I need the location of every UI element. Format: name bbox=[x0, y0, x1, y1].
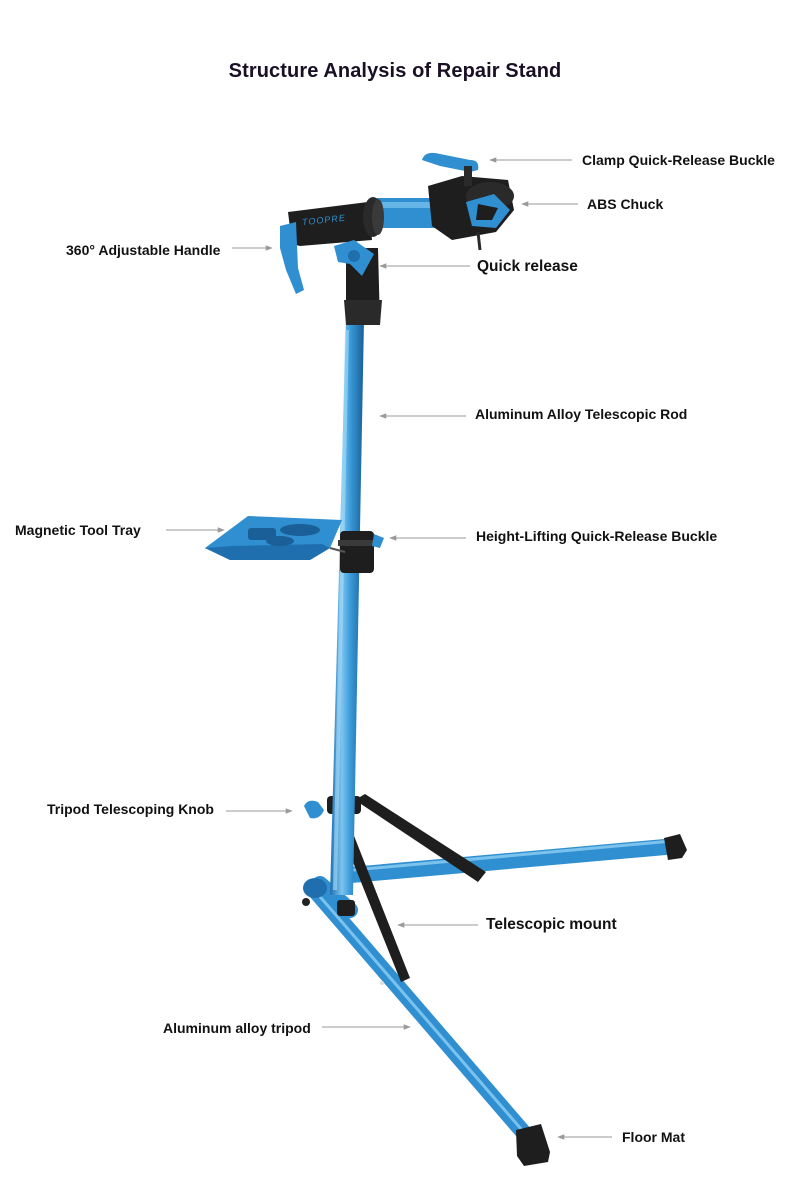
adjustable-handle-grip bbox=[280, 222, 304, 294]
label-aluminum-alloy-tripod: Aluminum alloy tripod bbox=[163, 1020, 311, 1036]
label-floor-mat: Floor Mat bbox=[622, 1129, 685, 1145]
callout-lines bbox=[166, 157, 612, 1140]
handle-body bbox=[288, 202, 372, 246]
label-tripod-telescoping-knob: Tripod Telescoping Knob bbox=[47, 801, 214, 817]
tripod-knob bbox=[304, 800, 324, 819]
label-height-lifting-buckle: Height-Lifting Quick-Release Buckle bbox=[476, 528, 718, 544]
tripod-hub bbox=[303, 878, 327, 898]
floor-mat-right bbox=[664, 834, 687, 860]
magnetic-tool-tray-shape bbox=[205, 516, 346, 560]
main-rod bbox=[304, 248, 384, 895]
label-telescopic-rod: Aluminum Alloy Telescopic Rod bbox=[475, 406, 688, 422]
tripod-right-leg bbox=[332, 838, 684, 884]
label-clamp-quick-release-buckle: Clamp Quick-Release Buckle bbox=[582, 152, 775, 168]
label-adjustable-handle: 360° Adjustable Handle bbox=[66, 242, 221, 258]
clamp-arm-assembly bbox=[280, 152, 514, 294]
label-telescopic-mount: Telescopic mount bbox=[486, 916, 617, 933]
label-magnetic-tool-tray: Magnetic Tool Tray bbox=[15, 522, 141, 538]
floor-mat-front bbox=[516, 1124, 550, 1166]
height-collar bbox=[340, 531, 374, 573]
diagram-title: Structure Analysis of Repair Stand bbox=[228, 60, 562, 82]
label-quick-release: Quick release bbox=[477, 258, 578, 275]
tripod bbox=[302, 834, 687, 1166]
label-abs-chuck: ABS Chuck bbox=[587, 196, 664, 212]
